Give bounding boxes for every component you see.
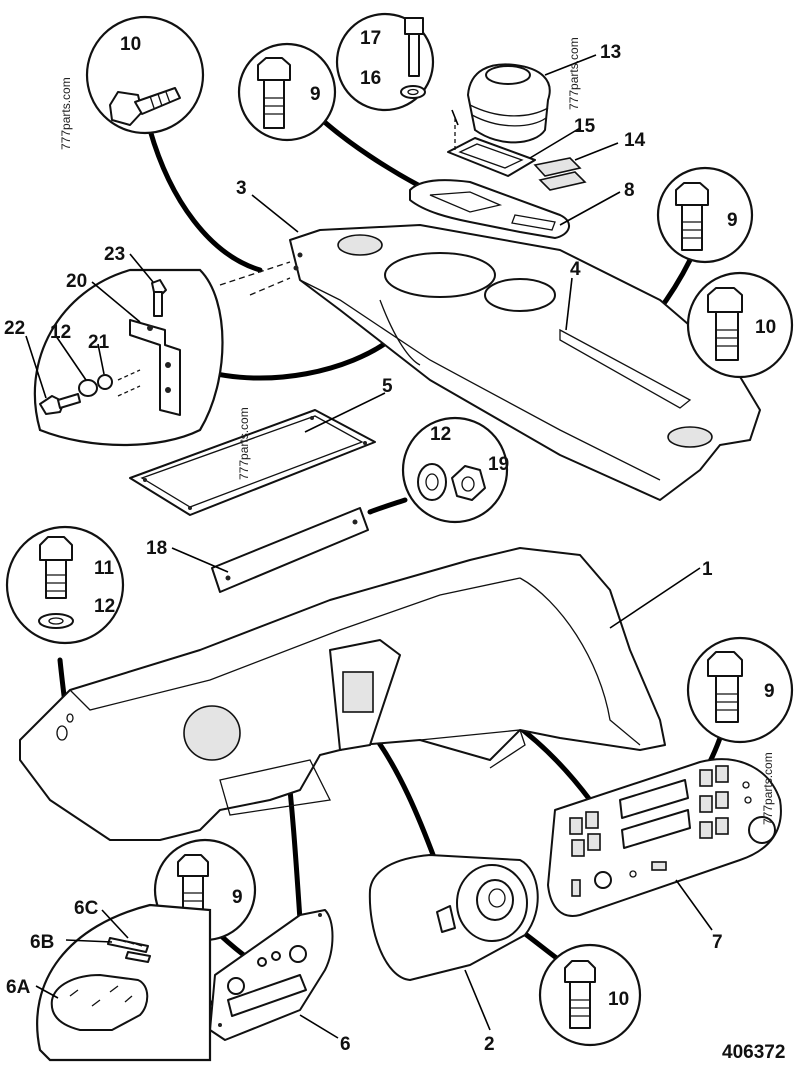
callout-10-topleft: 10 [120,34,141,55]
leader-7 [675,879,713,931]
watermark-right: 777parts.com [761,752,775,825]
bolt-10-detail-right [686,271,794,379]
gasket-5 [129,409,376,516]
mounting-frame [447,137,536,177]
leader-3 [251,194,299,233]
callout-3: 3 [236,178,247,199]
leader-bolt-10-topleft [147,127,263,273]
bolt-9-detail-top [237,42,337,142]
leader-6b [65,939,113,943]
leader-12-left [55,335,87,381]
callout-7: 7 [712,932,723,953]
leader-8 [559,191,621,226]
leader-21 [97,343,105,375]
gasket-plate [409,179,570,239]
callout-12-mid: 12 [430,424,451,445]
callout-6b: 6B [30,932,54,953]
watermark-left: 777parts.com [59,77,73,150]
seal-set [533,157,587,191]
leader-20 [91,281,141,323]
gasket-plate-slot [511,214,556,231]
callout-13: 13 [600,42,621,63]
callout-20: 20 [66,271,87,292]
mounting-frame-inner [458,143,524,169]
bolt-10-detail-topleft [85,15,205,135]
switch-panel-7 [547,758,782,917]
strip-18 [211,507,369,593]
leader-23 [129,253,154,283]
bolt-17-washer-16-detail [335,12,459,126]
bolt-9-detail-right [656,166,754,264]
leader-4 [565,277,573,331]
callout-21: 21 [88,332,110,353]
bolt-10-detail-bottom [538,943,642,1047]
callout-6a: 6A [6,977,31,998]
gear-lever-boot [467,63,551,144]
callout-19: 19 [488,454,509,475]
callout-22: 22 [4,318,25,339]
leader-bracket-detail [197,337,393,381]
callout-17: 17 [360,28,381,49]
leader-pod-2 [367,727,438,863]
upper-dash-cover [289,224,761,501]
leader-2 [464,969,491,1031]
callout-10-right: 10 [755,317,776,338]
leader-22 [25,335,47,399]
bracket-detail [33,268,224,447]
leader-nut-12-19 [367,497,408,515]
callout-9-right: 9 [727,210,738,231]
callout-2: 2 [484,1034,495,1055]
callout-9-lowright: 9 [764,681,775,702]
leader-13 [544,54,597,76]
leader-15 [529,127,581,159]
leader-5 [304,392,386,433]
callout-9-bottom: 9 [232,887,243,908]
main-console [19,547,666,841]
callout-14: 14 [624,130,646,151]
callout-16: 16 [360,68,381,89]
bolt-11-washer-12-detail [5,525,125,645]
dashed-bolt-path [219,261,291,296]
callout-8: 8 [624,180,635,201]
panel-6 [209,909,334,1041]
callout-12-lower: 12 [94,596,115,617]
leader-18 [171,547,229,573]
instrument-pod-2 [368,854,539,981]
callout-6: 6 [340,1034,351,1055]
callout-23: 23 [104,244,125,265]
callout-9-top: 9 [310,84,321,105]
callout-4: 4 [570,259,581,280]
callout-18: 18 [146,538,167,559]
watermark-top: 777parts.com [567,37,581,110]
leader-1 [609,567,701,629]
nut-19-washer-12-detail [401,416,509,524]
switch-detail-6abc [36,903,212,1062]
callout-12-left: 12 [50,322,71,343]
leader-bolt-9-top [317,115,421,188]
callout-11: 11 [94,558,115,579]
leader-6a [35,985,59,999]
drawing-number: 406372 [722,1042,785,1063]
leader-14 [574,142,619,161]
callout-6c: 6C [74,898,99,919]
callout-5: 5 [382,376,393,397]
bolt-9-detail-lowright [686,636,794,744]
callout-10-bottom: 10 [608,989,629,1010]
callout-1: 1 [702,559,713,580]
leader-6c [101,909,129,939]
watermark-middle: 777parts.com [237,407,251,480]
leader-6 [299,1014,339,1039]
callout-15: 15 [574,116,596,137]
gasket-plate-opening [429,191,503,213]
